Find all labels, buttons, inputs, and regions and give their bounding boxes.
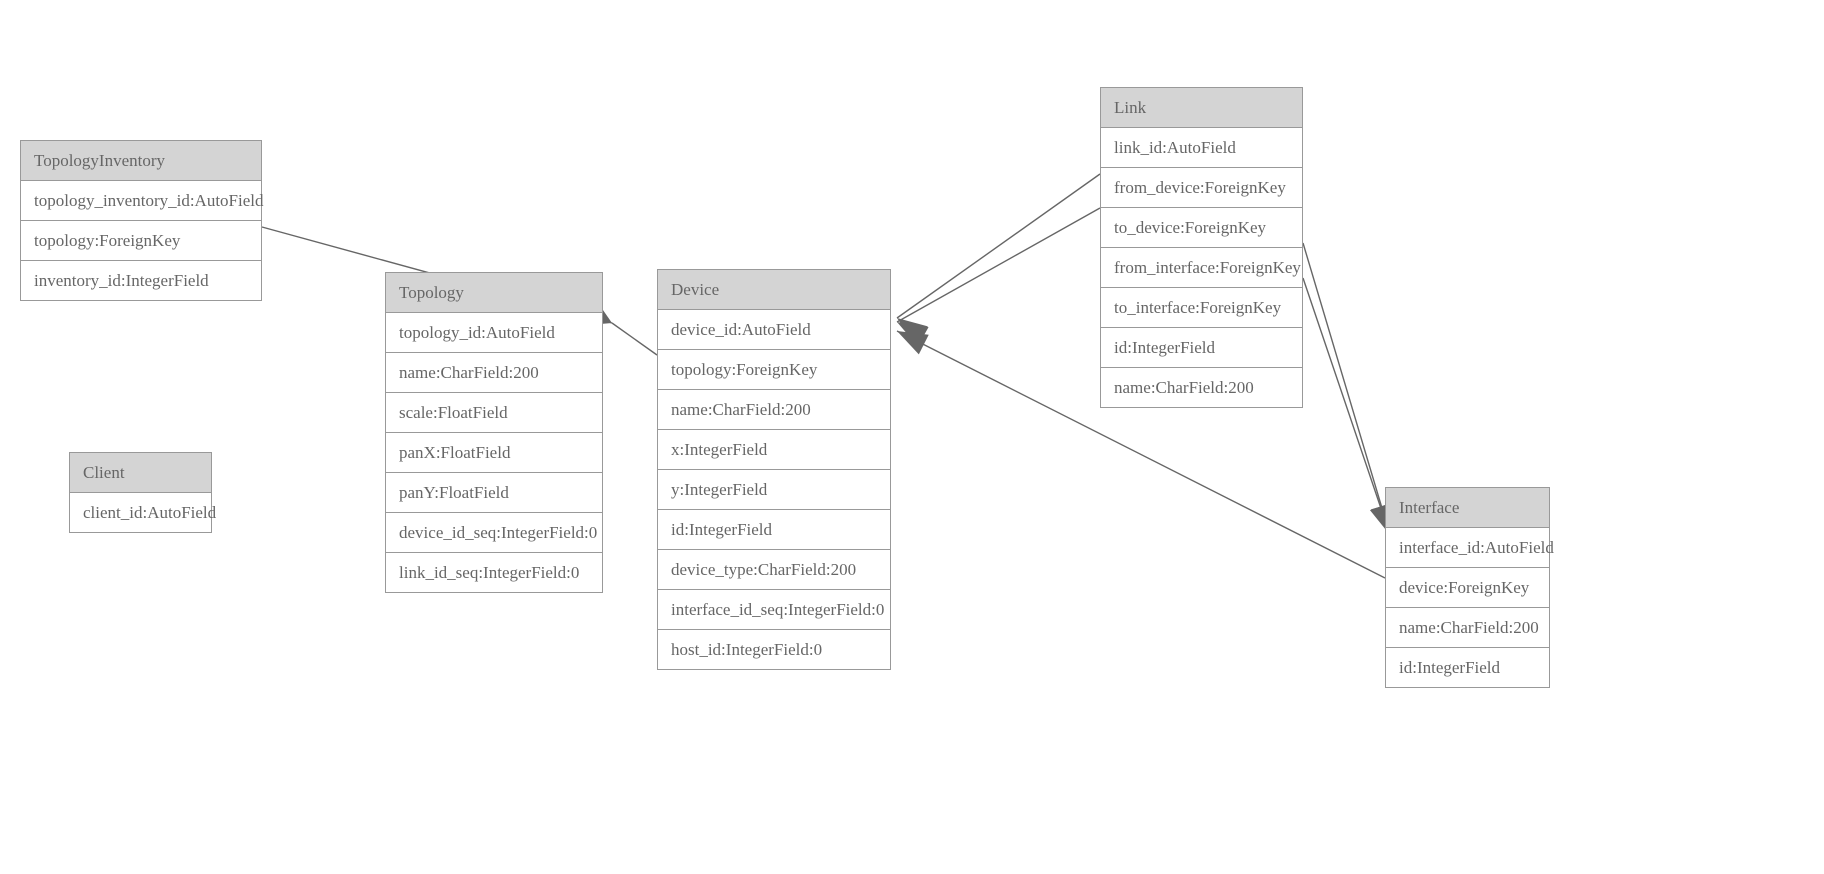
entity-title-client: Client	[70, 453, 211, 493]
entity-field-row[interactable]: x:IntegerField	[658, 430, 890, 470]
entity-title-interface: Interface	[1386, 488, 1549, 528]
entity-field-row[interactable]: topology_id:AutoField	[386, 313, 602, 353]
relationship-line	[1302, 242, 1391, 536]
entity-title-topology_inventory: TopologyInventory	[21, 141, 261, 181]
relationship-line	[611, 322, 658, 356]
relationship-link-to-device	[896, 207, 1101, 347]
entity-field-row[interactable]: name:CharField:200	[386, 353, 602, 393]
entity-title-device: Device	[658, 270, 890, 310]
relationship-arrowhead	[897, 331, 929, 355]
entity-field-row[interactable]: panX:FloatField	[386, 433, 602, 473]
entity-field-row[interactable]: topology_inventory_id:AutoField	[21, 181, 264, 221]
entity-field-row[interactable]: to_device:ForeignKey	[1101, 208, 1302, 248]
entity-field-row[interactable]: topology:ForeignKey	[21, 221, 261, 261]
entity-field-row[interactable]: from_device:ForeignKey	[1101, 168, 1302, 208]
relationship-line	[896, 207, 1101, 323]
entity-field-row[interactable]: name:CharField:200	[658, 390, 890, 430]
relationship-arrowhead	[897, 322, 929, 347]
relationship-line	[1302, 277, 1391, 536]
entity-field-row[interactable]: id:IntegerField	[658, 510, 890, 550]
entity-field-row[interactable]: topology:ForeignKey	[658, 350, 890, 390]
entity-field-row[interactable]: link_id:AutoField	[1101, 128, 1302, 168]
entity-field-row[interactable]: link_id_seq:IntegerField:0	[386, 553, 602, 592]
entity-field-row[interactable]: scale:FloatField	[386, 393, 602, 433]
entity-field-row[interactable]: interface_id:AutoField	[1386, 528, 1554, 568]
entity-field-row[interactable]: from_interface:ForeignKey	[1101, 248, 1302, 288]
entity-field-row[interactable]: host_id:IntegerField:0	[658, 630, 890, 669]
entity-field-row[interactable]: name:CharField:200	[1386, 608, 1549, 648]
entity-field-row[interactable]: y:IntegerField	[658, 470, 890, 510]
entity-field-row[interactable]: name:CharField:200	[1101, 368, 1302, 407]
relationship-arrowhead	[897, 318, 928, 345]
entity-field-row[interactable]: device:ForeignKey	[1386, 568, 1549, 608]
entity-field-row[interactable]: id:IntegerField	[1386, 648, 1549, 687]
entity-field-row[interactable]: client_id:AutoField	[70, 493, 216, 532]
relationship-line	[896, 173, 1101, 319]
relationship-link-from-device	[896, 173, 1101, 345]
entity-field-row[interactable]: device_type:CharField:200	[658, 550, 890, 590]
entity-field-row[interactable]: device_id_seq:IntegerField:0	[386, 513, 602, 553]
entity-field-row[interactable]: inventory_id:IntegerField	[21, 261, 261, 300]
entity-field-row[interactable]: interface_id_seq:IntegerField:0	[658, 590, 890, 630]
entity-field-row[interactable]: panY:FloatField	[386, 473, 602, 513]
entity-field-row[interactable]: id:IntegerField	[1101, 328, 1302, 368]
entity-title-link: Link	[1101, 88, 1302, 128]
entity-title-topology: Topology	[386, 273, 602, 313]
entity-field-row[interactable]: device_id:AutoField	[658, 310, 890, 350]
entity-field-row[interactable]: to_interface:ForeignKey	[1101, 288, 1302, 328]
